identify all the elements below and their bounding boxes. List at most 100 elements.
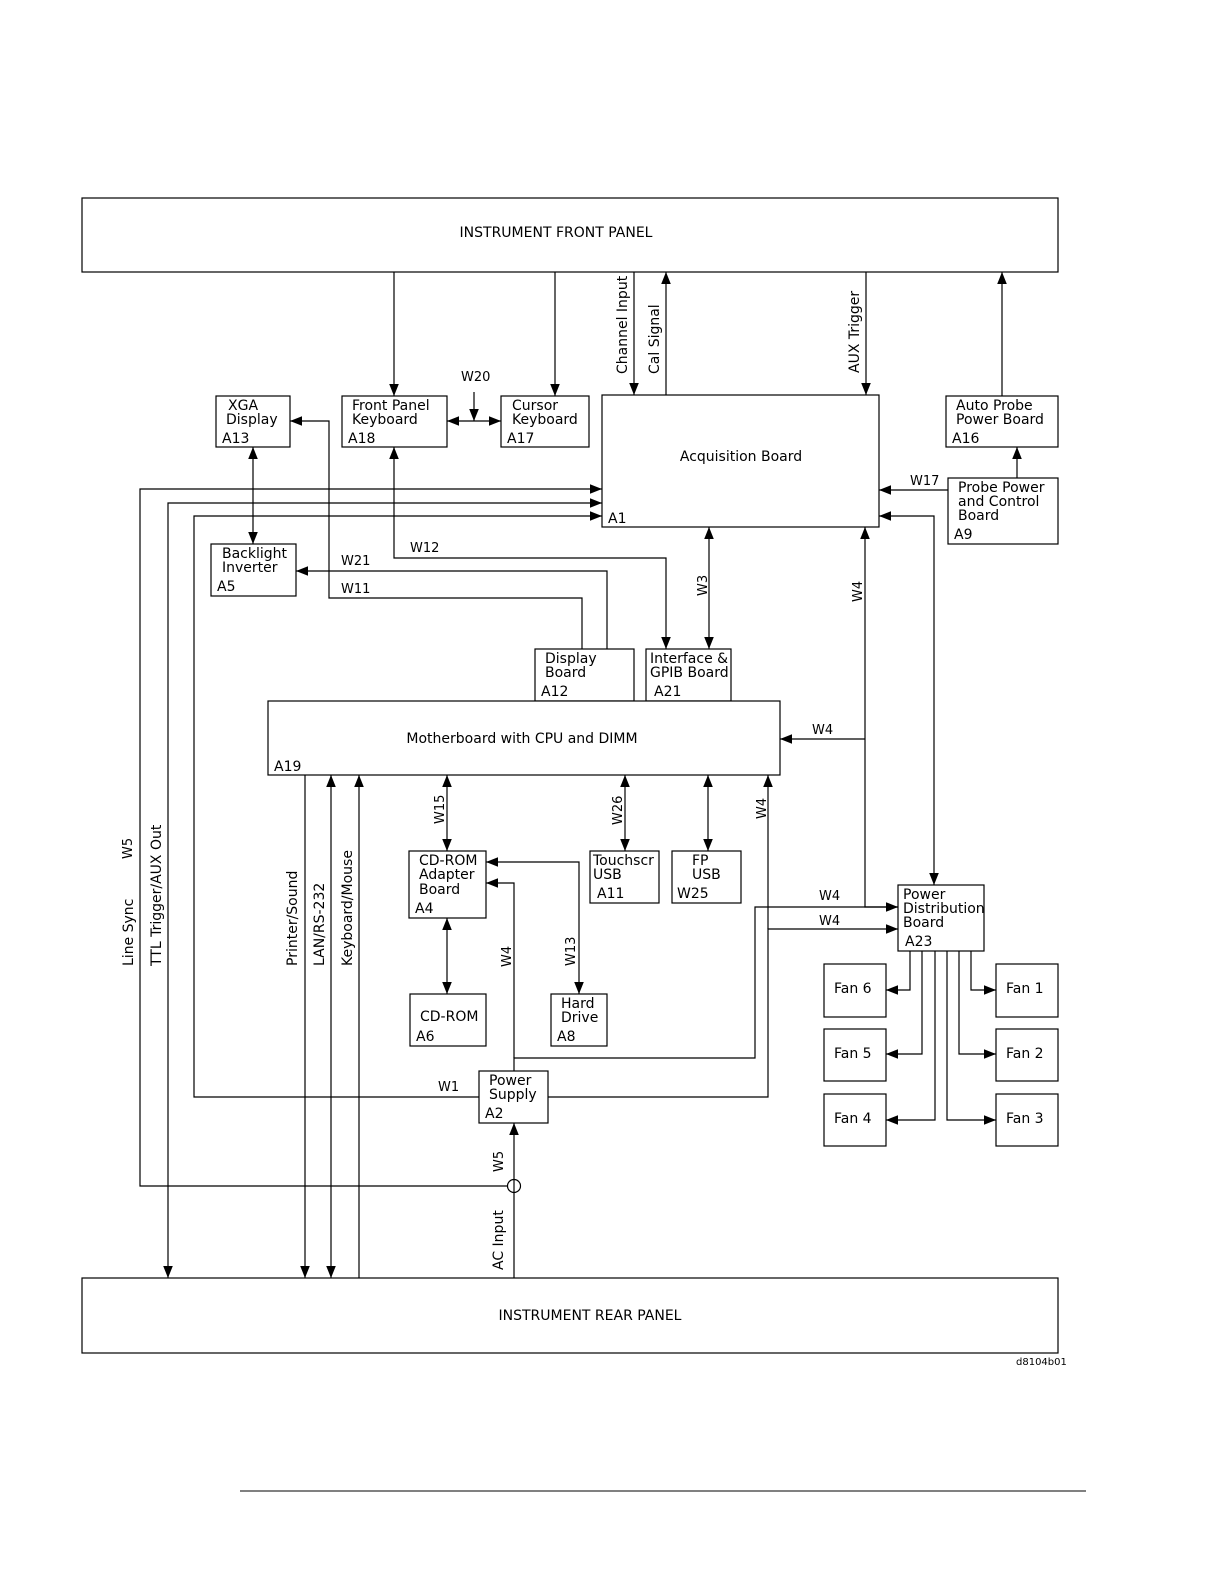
power-dist-line-3: Board <box>903 915 944 931</box>
cdrom-adapter-ref: A4 <box>415 901 434 917</box>
w20-label: W20 <box>461 370 490 385</box>
fan-3-block: Fan 3 <box>995 1093 1059 1147</box>
channel-input-label: Channel Input <box>615 275 631 374</box>
w4-upper-label: W4 <box>819 889 840 904</box>
auto-probe-power-board-block: Auto Probe Power Board A16 <box>945 395 1059 448</box>
fan-4-label: Fan 4 <box>834 1111 872 1127</box>
auto-probe-line-1: Auto Probe <box>956 398 1033 414</box>
auto-probe-line-2: Power Board <box>956 412 1044 428</box>
w4-vertical-label: W4 <box>755 798 770 819</box>
w15-label: W15 <box>433 795 448 824</box>
w5-line-sync-label: W5 <box>121 838 136 859</box>
front-kb-line-2: Keyboard <box>352 412 418 428</box>
power-supply-block: Power Supply A2 <box>478 1070 549 1124</box>
cursor-keyboard-block: Cursor Keyboard A17 <box>500 395 590 448</box>
motherboard-ref: A19 <box>274 759 301 775</box>
power-supply-ref: A2 <box>485 1106 503 1122</box>
cdrom-adapter-line-2: Adapter <box>419 867 475 883</box>
fan-4-block: Fan 4 <box>823 1093 887 1147</box>
cursor-kb-ref: A17 <box>507 431 534 447</box>
w4-acq-label: W4 <box>851 581 866 602</box>
printer-sound-label: Printer/Sound <box>285 871 301 966</box>
power-dist-ref: A23 <box>905 934 932 950</box>
fp-usb-block: FP USB W25 <box>671 850 742 904</box>
motherboard-block: Motherboard with CPU and DIMM A19 <box>267 700 781 776</box>
fan-5-block: Fan 5 <box>823 1028 887 1082</box>
probe-power-line-3: Board <box>958 508 999 524</box>
w4-cdrom-label: W4 <box>500 946 515 967</box>
fan-2-label: Fan 2 <box>1006 1046 1044 1062</box>
front-kb-line-1: Front Panel <box>352 398 430 414</box>
interface-ref: A21 <box>654 684 681 700</box>
motherboard-label: Motherboard with CPU and DIMM <box>406 731 637 747</box>
w13-label: W13 <box>564 937 579 966</box>
fp-usb-ref: W25 <box>677 886 709 902</box>
cdrom-ref: A6 <box>416 1029 435 1045</box>
touchscr-line-1: Touchscr <box>592 853 654 869</box>
w11-label: W11 <box>341 582 370 597</box>
probe-power-line-2: and Control <box>958 494 1039 510</box>
probe-power-control-board-block: Probe Power and Control Board A9 <box>947 477 1059 545</box>
lan-rs232-label: LAN/RS-232 <box>312 883 328 966</box>
rear-panel-label: INSTRUMENT REAR PANEL <box>499 1308 682 1324</box>
w5-power-supply-label: W5 <box>492 1151 507 1172</box>
xga-line-2: Display <box>226 412 278 428</box>
touchscr-ref: A11 <box>597 886 624 902</box>
cursor-kb-line-1: Cursor <box>512 398 558 414</box>
backlight-inverter-block: Backlight Inverter A5 <box>210 543 297 597</box>
touchscr-line-2: USB <box>593 867 622 883</box>
w26-label: W26 <box>611 796 626 825</box>
cdrom-block: CD-ROM A6 <box>409 993 487 1047</box>
w21-label: W21 <box>341 554 370 569</box>
auto-probe-ref: A16 <box>952 431 979 447</box>
interface-line-1: Interface & <box>650 651 728 667</box>
hard-drive-block: Hard Drive A8 <box>550 993 608 1047</box>
ac-input-label: AC Input <box>491 1210 507 1270</box>
power-distribution-board-block: Power Distribution Board A23 <box>897 884 985 952</box>
figure-id: d8104b01 <box>1016 1357 1067 1368</box>
backlight-line-2: Inverter <box>222 560 278 576</box>
interface-line-2: GPIB Board <box>650 665 729 681</box>
acq-label: Acquisition Board <box>680 449 802 465</box>
fan-1-block: Fan 1 <box>995 963 1059 1018</box>
fan-5-label: Fan 5 <box>834 1046 872 1062</box>
fp-usb-line-2: USB <box>692 867 721 883</box>
aux-trigger-label: AUX Trigger <box>847 291 863 373</box>
cal-signal-label: Cal Signal <box>647 304 663 374</box>
w17-label: W17 <box>910 474 939 489</box>
touchscreen-usb-block: Touchscr USB A11 <box>589 850 660 904</box>
backlight-ref: A5 <box>217 579 235 595</box>
front-panel-keyboard-block: Front Panel Keyboard A18 <box>341 395 448 448</box>
display-board-line-2: Board <box>545 665 586 681</box>
cdrom-adapter-line-3: Board <box>419 882 460 898</box>
display-board-block: Display Board A12 <box>534 648 635 702</box>
display-board-ref: A12 <box>541 684 568 700</box>
power-supply-line-2: Supply <box>489 1087 537 1103</box>
connections <box>139 272 1022 1278</box>
xga-line-1: XGA <box>228 398 258 414</box>
w1-label: W1 <box>438 1080 459 1095</box>
w3-label: W3 <box>696 575 711 596</box>
xga-display-block: XGA Display A13 <box>215 395 291 448</box>
interface-gpib-board-block: Interface & GPIB Board A21 <box>645 648 732 702</box>
front-panel-label: INSTRUMENT FRONT PANEL <box>460 225 653 241</box>
w4-lower-label: W4 <box>819 914 840 929</box>
instrument-rear-panel: INSTRUMENT REAR PANEL <box>81 1277 1059 1354</box>
fan-6-label: Fan 6 <box>834 981 872 997</box>
hard-drive-line-2: Drive <box>561 1010 598 1026</box>
w4-motherboard-label: W4 <box>812 723 833 738</box>
ttl-trigger-label: TTL Trigger/AUX Out <box>149 824 165 967</box>
fan-1-label: Fan 1 <box>1006 981 1044 997</box>
fan-6-block: Fan 6 <box>823 963 887 1018</box>
cursor-kb-line-2: Keyboard <box>512 412 578 428</box>
probe-power-ref: A9 <box>954 527 972 543</box>
line-sync-label: Line Sync <box>121 899 137 966</box>
acquisition-board-block: Acquisition Board A1 <box>601 394 880 528</box>
probe-power-line-1: Probe Power <box>958 480 1045 496</box>
acq-ref: A1 <box>608 511 626 527</box>
w12-label: W12 <box>410 541 439 556</box>
power-dist-line-2: Distribution <box>903 901 985 917</box>
fan-3-label: Fan 3 <box>1006 1111 1044 1127</box>
cdrom-label: CD-ROM <box>420 1009 478 1025</box>
